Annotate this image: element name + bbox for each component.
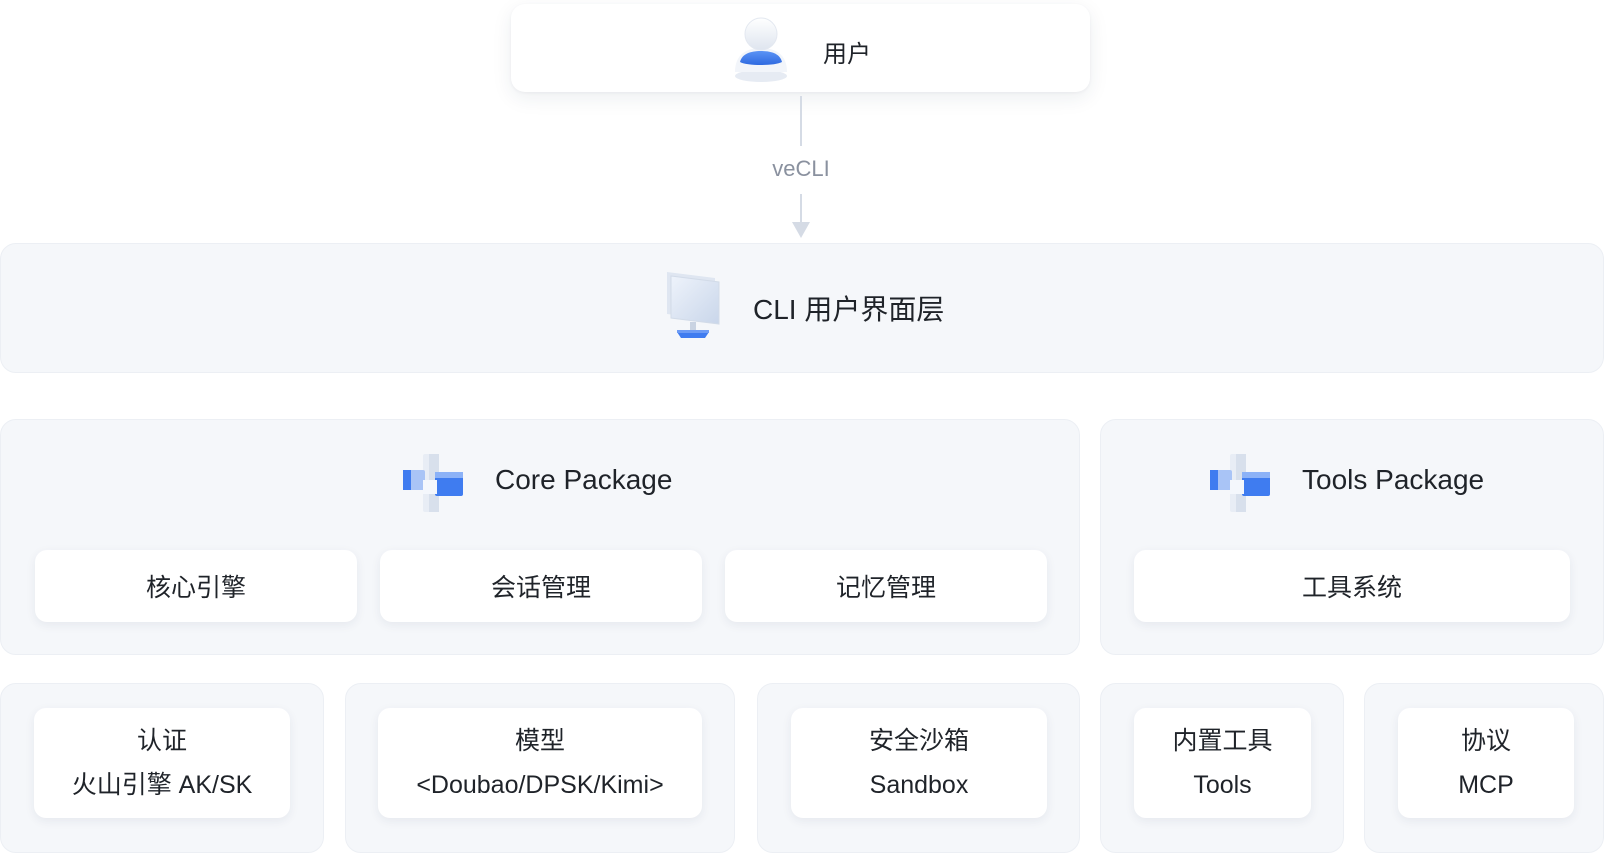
package-blocks-icon <box>403 454 463 512</box>
connector-label: veCLI <box>772 156 830 181</box>
service-builtin-tools-detail: Tools <box>1193 771 1252 799</box>
module-session-management: 会话管理 <box>380 550 702 622</box>
service-auth-panel: 认证 火山引擎 AK/SK <box>0 683 324 853</box>
tools-package: Tools Package 工具系统 <box>1100 419 1604 655</box>
service-model-card: 模型 <Doubao/DPSK/Kimi> <box>378 708 702 818</box>
service-sandbox-card: 安全沙箱 Sandbox <box>791 708 1047 818</box>
service-auth-card: 认证 火山引擎 AK/SK <box>34 708 290 818</box>
arrow-down-icon <box>792 222 810 238</box>
user-node: 用户 <box>511 4 1090 92</box>
service-model-panel: 模型 <Doubao/DPSK/Kimi> <box>345 683 735 853</box>
core-package-title: Core Package <box>495 464 673 495</box>
cli-layer-title: CLI 用户界面层 <box>753 294 945 325</box>
monitor-icon <box>667 272 720 338</box>
service-protocol-card: 协议 MCP <box>1398 708 1574 818</box>
service-builtin-tools-card: 内置工具 Tools <box>1134 708 1311 818</box>
service-sandbox-detail: Sandbox <box>869 771 969 799</box>
module-tool-system: 工具系统 <box>1134 550 1570 622</box>
connector-line <box>800 194 802 224</box>
service-protocol-detail: MCP <box>1458 771 1514 799</box>
service-auth-title: 认证 <box>136 727 187 755</box>
service-builtin-tools-title: 内置工具 <box>1172 727 1273 755</box>
user-label: 用户 <box>823 41 871 68</box>
service-auth-detail: 火山引擎 AK/SK <box>71 771 253 799</box>
user-avatar-icon <box>735 17 787 82</box>
service-builtin-tools-panel: 内置工具 Tools <box>1100 683 1344 853</box>
core-package: Core Package 核心引擎 会话管理 记忆管理 <box>0 419 1080 655</box>
service-model-detail: <Doubao/DPSK/Kimi> <box>416 771 664 799</box>
module-core-engine: 核心引擎 <box>35 550 357 622</box>
service-protocol-panel: 协议 MCP <box>1364 683 1604 853</box>
cli-layer: CLI 用户界面层 <box>0 243 1604 373</box>
service-sandbox-panel: 安全沙箱 Sandbox <box>757 683 1080 853</box>
connector-line <box>800 96 802 146</box>
package-blocks-icon <box>1210 454 1270 512</box>
module-memory-management: 记忆管理 <box>725 550 1047 622</box>
service-model-title: 模型 <box>514 727 565 755</box>
tools-package-title: Tools Package <box>1302 464 1485 495</box>
service-sandbox-title: 安全沙箱 <box>868 727 969 755</box>
service-protocol-title: 协议 <box>1460 727 1511 755</box>
